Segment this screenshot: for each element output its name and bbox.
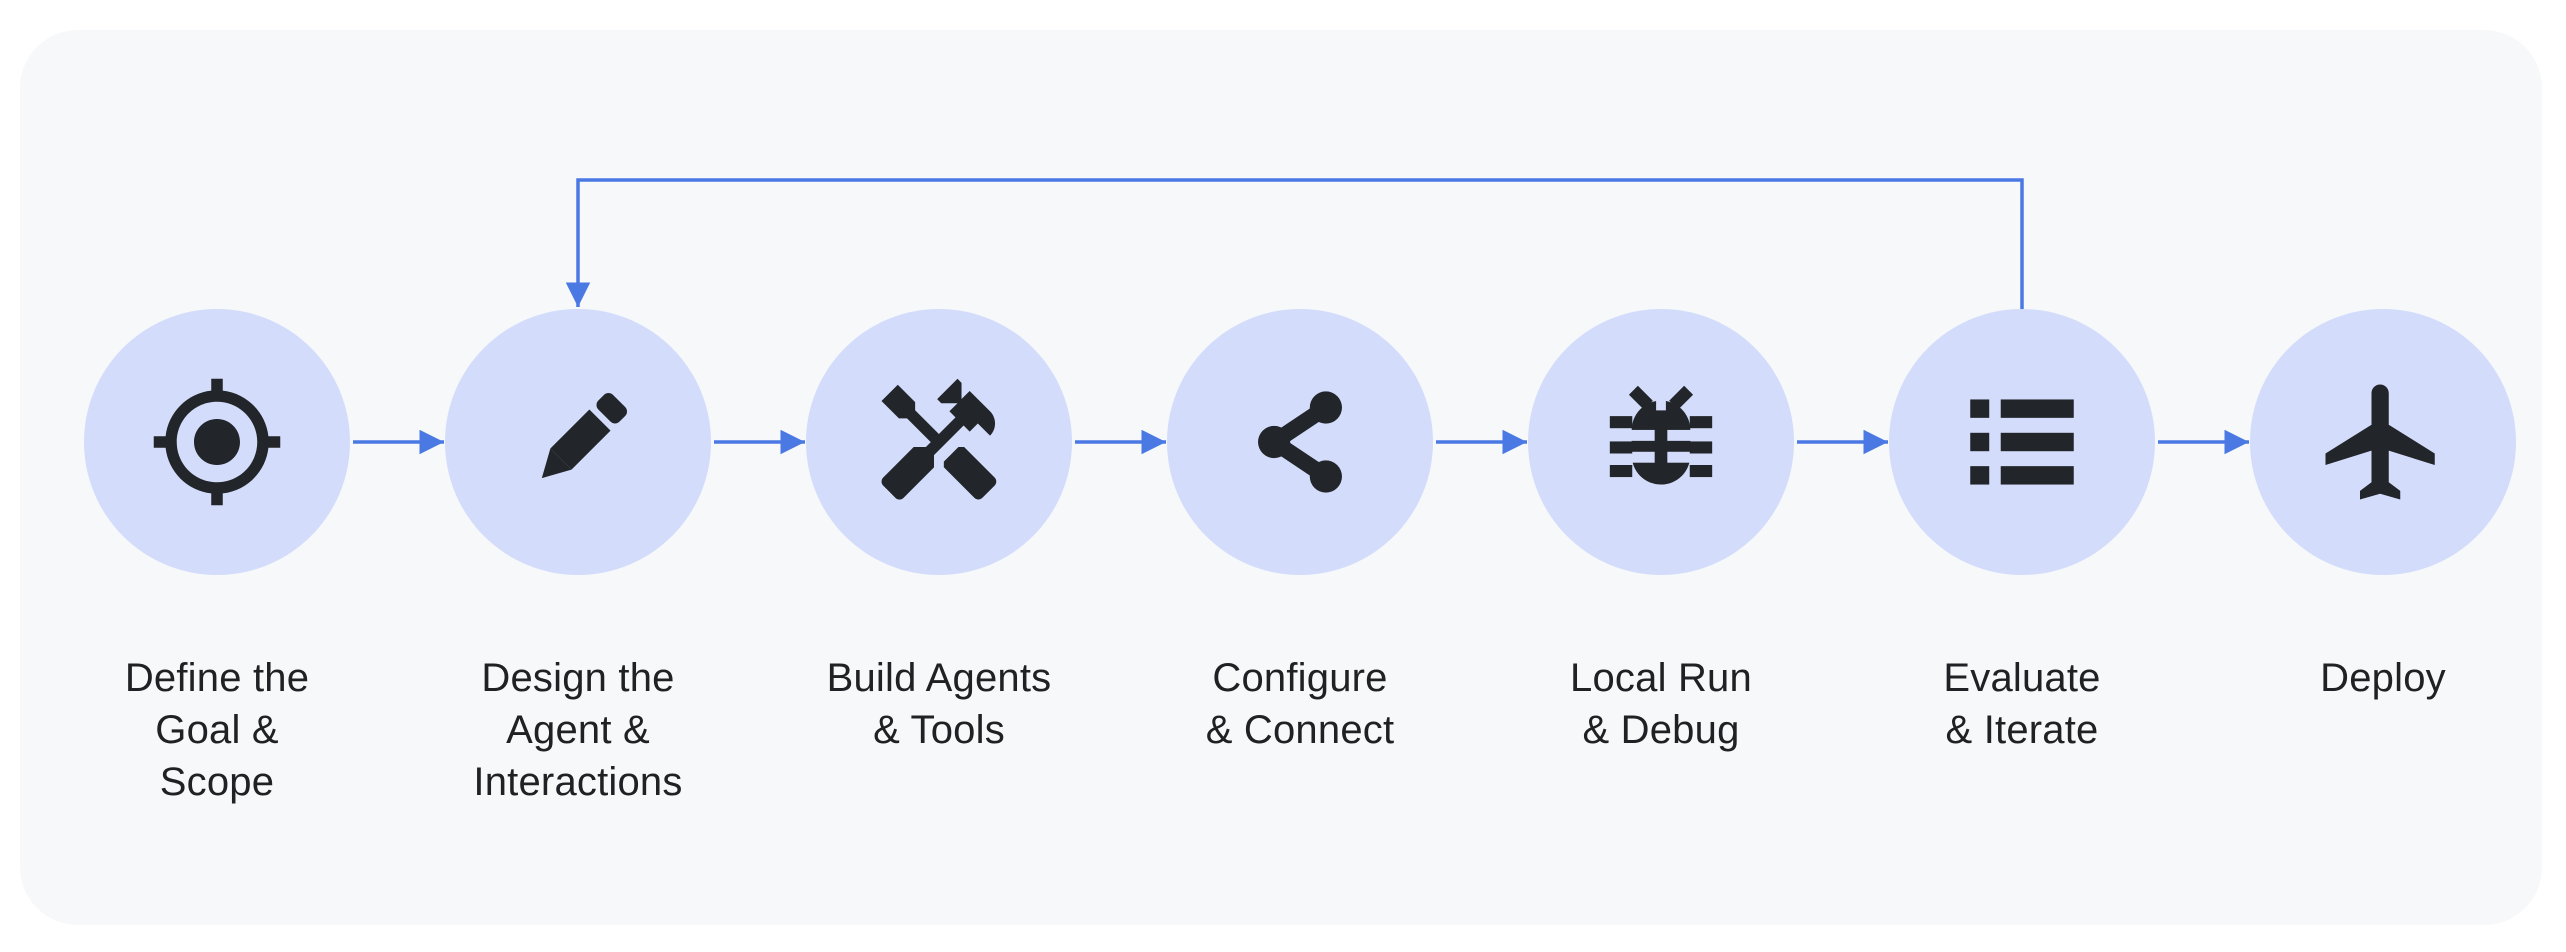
pencil-icon [541,392,628,479]
step-label: Define the Goal & Scope [124,656,310,804]
bug-icon [1609,385,1713,485]
share-icon [1258,391,1342,493]
step-circle [445,309,711,575]
tools-icon [881,378,997,500]
step-evaluate-iterate: Evaluate & Iterate [1842,309,2202,756]
step-label: Design the Agent & Interactions [473,656,683,804]
step-define-goal-scope: Define the Goal & Scope [37,309,397,808]
step-circle [84,309,350,575]
workflow-card: Define the Goal & Scope Design the Agent… [20,30,2542,925]
step-circle [806,309,1072,575]
target-icon [153,378,281,506]
step-label: Deploy [2320,656,2446,700]
step-label: Build Agents & Tools [826,656,1052,752]
airplane-icon [2325,384,2435,500]
step-label: Evaluate & Iterate [1943,656,2101,752]
list-icon [1970,399,2074,485]
step-circle [2250,309,2516,575]
step-configure-connect: Configure & Connect [1120,309,1480,756]
step-design-agent-interactions: Design the Agent & Interactions [398,309,758,808]
step-label: Local Run & Debug [1570,656,1752,752]
step-label: Configure & Connect [1205,656,1395,752]
step-circle [1889,309,2155,575]
step-deploy: Deploy [2203,309,2563,704]
step-circle [1167,309,1433,575]
feedback-loop-arrow [565,178,2024,310]
step-local-run-debug: Local Run & Debug [1481,309,1841,756]
step-build-agents-tools: Build Agents & Tools [759,309,1119,756]
step-circle [1528,309,1794,575]
